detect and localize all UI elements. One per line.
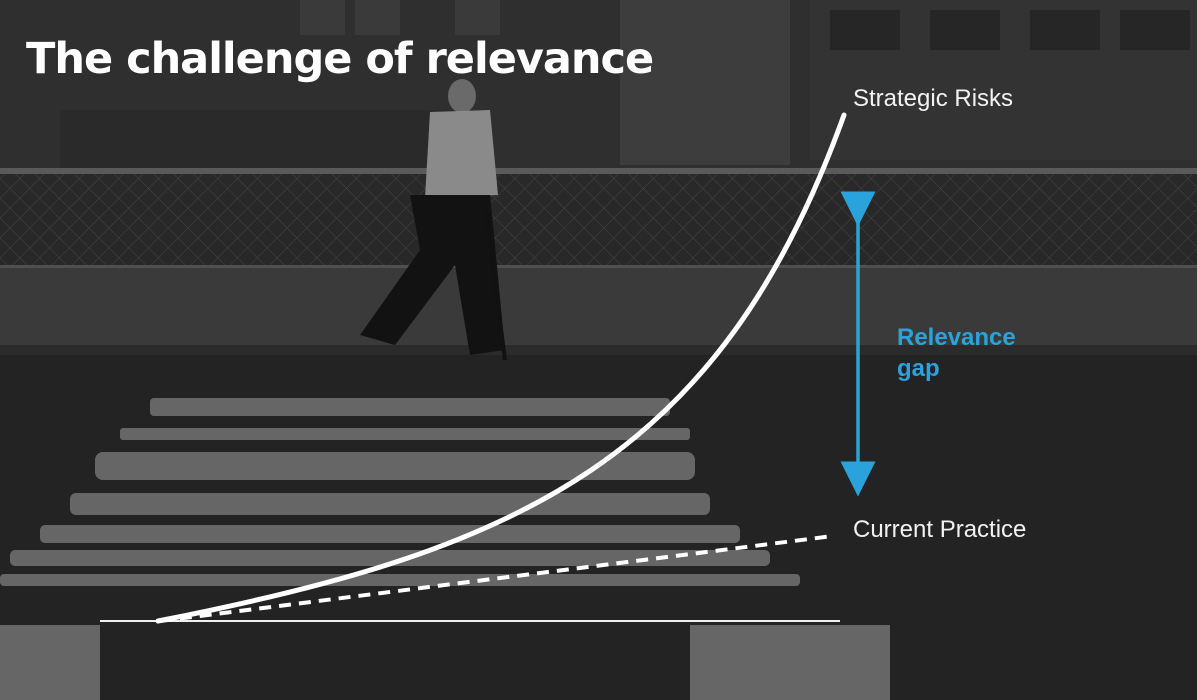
relevance-gap-label: Relevance gap bbox=[897, 322, 1067, 384]
relevance-gap-label-line2: gap bbox=[897, 355, 940, 382]
strategic-risks-curve bbox=[155, 112, 847, 624]
current-practice-line bbox=[159, 534, 834, 623]
current-practice-label: Current Practice bbox=[853, 516, 1027, 543]
concrete-wall bbox=[0, 268, 1197, 355]
building-facade bbox=[0, 0, 1197, 170]
road-markings bbox=[0, 398, 890, 700]
strategic-risks-label: Strategic Risks bbox=[853, 85, 1014, 112]
relevance-gap-label-line1: Relevance bbox=[897, 324, 1016, 351]
chainlink-fence bbox=[0, 168, 1197, 269]
relevance-gap-diagram bbox=[100, 112, 876, 624]
slide-title: The challenge of relevance bbox=[26, 34, 654, 84]
walking-man-silhouette bbox=[360, 79, 507, 361]
